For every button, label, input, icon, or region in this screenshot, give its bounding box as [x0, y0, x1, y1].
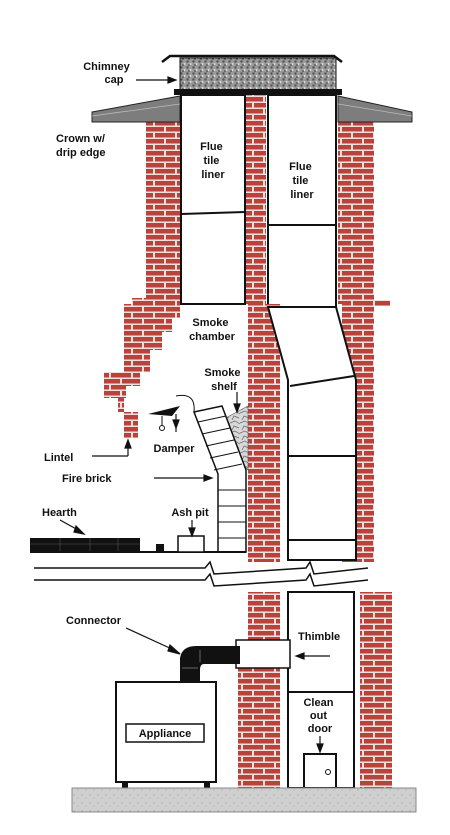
label-flue-left-line3: liner — [201, 169, 225, 181]
label-fire-brick: Fire brick — [62, 473, 112, 485]
flue-liner-left — [180, 94, 246, 305]
clean-out-door — [303, 753, 337, 789]
label-smoke-shelf-line2: shelf — [211, 381, 237, 393]
label-smoke-shelf-line1: Smoke — [204, 367, 240, 379]
leader-arrows — [59, 76, 330, 754]
label-flue-right-line3: liner — [290, 189, 314, 201]
damper — [148, 394, 195, 431]
hearth — [30, 538, 246, 553]
label-chimney-cap: Chimney cap — [83, 61, 133, 86]
label-smoke-shelf: Smoke shelf — [204, 367, 243, 393]
label-chimney-cap-line1: Chimney — [83, 61, 130, 73]
label-chimney-cap-line2: cap — [105, 74, 124, 86]
break-lines — [34, 560, 369, 587]
upper-masonry — [132, 92, 390, 306]
label-clean-out-door-line1: Clean — [303, 697, 333, 709]
label-flue-right-line2: tile — [293, 175, 309, 187]
ash-pit — [177, 535, 205, 553]
label-crown: Crown w/ drip edge — [56, 133, 108, 159]
label-damper: Damper — [154, 443, 196, 455]
appliance — [115, 681, 217, 788]
crown-drip-edge — [91, 95, 413, 123]
label-lintel: Lintel — [44, 452, 73, 464]
label-clean-out-door-line3: door — [308, 723, 333, 735]
label-flue-left: Flue tile liner — [200, 141, 226, 181]
lower-masonry — [238, 592, 392, 788]
ground — [71, 787, 417, 813]
label-connector: Connector — [66, 615, 122, 627]
label-crown-line2: drip edge — [56, 147, 106, 159]
connector — [180, 646, 240, 682]
label-crown-line1: Crown w/ — [56, 133, 105, 145]
chimney-cap — [161, 54, 343, 95]
label-smoke-chamber-line2: chamber — [189, 331, 236, 343]
label-appliance: Appliance — [139, 728, 192, 740]
label-flue-left-line2: tile — [204, 155, 220, 167]
label-smoke-chamber: Smoke chamber — [189, 317, 236, 343]
label-clean-out-door-line2: out — [310, 710, 327, 722]
label-thimble: Thimble — [298, 631, 340, 643]
label-flue-right: Flue tile liner — [289, 161, 315, 201]
label-smoke-chamber-line1: Smoke — [192, 317, 228, 329]
flue-liner-right — [267, 94, 337, 308]
label-ash-pit: Ash pit — [171, 507, 209, 519]
label-flue-right-line1: Flue — [289, 161, 312, 173]
flue-liner-right-lower — [266, 306, 357, 561]
label-flue-left-line1: Flue — [200, 141, 223, 153]
label-hearth: Hearth — [42, 507, 77, 519]
thimble — [235, 639, 291, 669]
label-clean-out-door: Clean out door — [303, 697, 336, 735]
